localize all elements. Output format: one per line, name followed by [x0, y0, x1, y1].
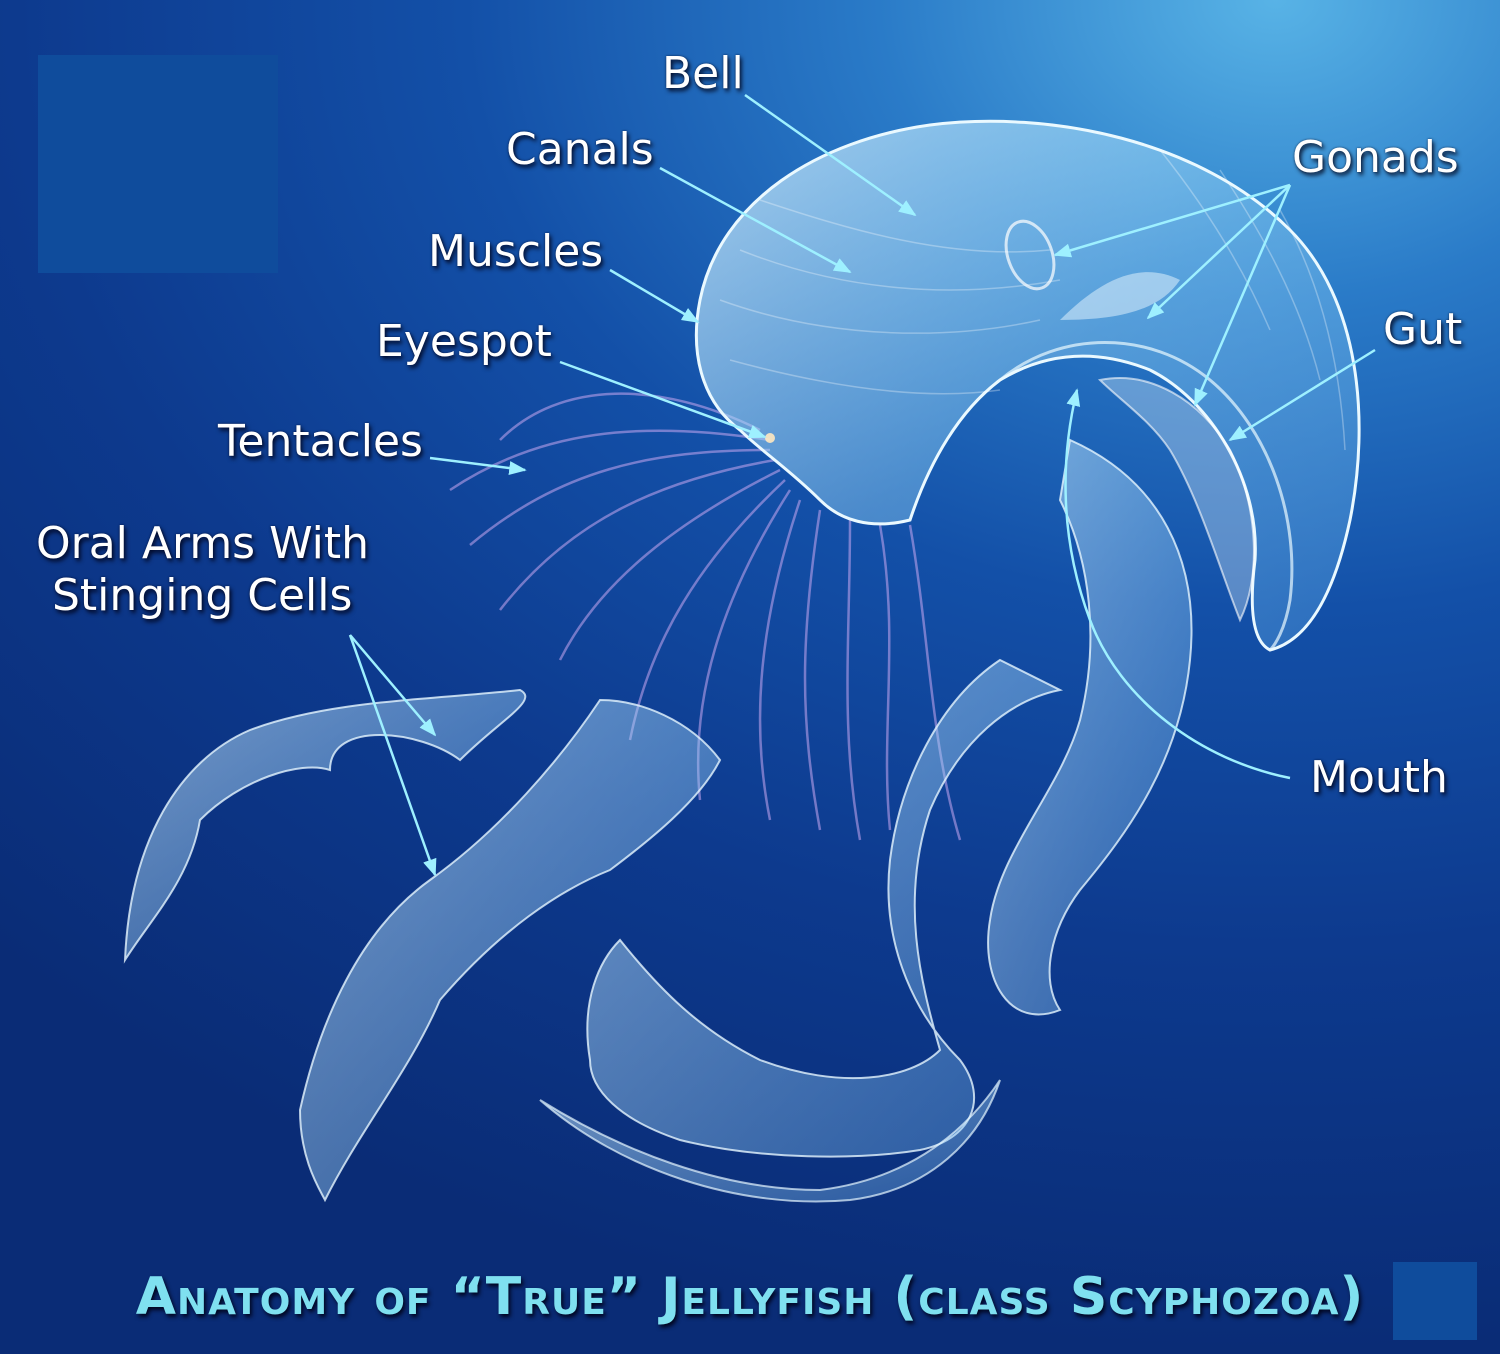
- label-oral-arms-line2: Stinging Cells: [52, 570, 353, 621]
- leader-tentacles: [429, 456, 527, 475]
- label-mouth: Mouth: [1310, 752, 1448, 803]
- oral-arm-lower: [987, 438, 1193, 1016]
- leader-bell: [744, 93, 917, 217]
- label-gonads: Gonads: [1292, 132, 1459, 183]
- leader-lines: [348, 93, 1376, 877]
- leader-gonads-3: [1193, 184, 1292, 407]
- label-bell: Bell: [662, 48, 744, 99]
- tentacles-group: [449, 392, 962, 841]
- blank-label-box-top-left: [38, 55, 278, 273]
- label-canals: Canals: [506, 124, 654, 175]
- oral-arm-bottom: [539, 1079, 1001, 1203]
- leader-oral-arms-2: [348, 634, 437, 877]
- label-eyespot: Eyespot: [376, 316, 552, 367]
- leader-gonads-1: [1053, 183, 1291, 258]
- label-tentacles: Tentacles: [218, 416, 423, 467]
- gonad-band: [1060, 272, 1180, 320]
- oral-arm-left: [123, 688, 527, 964]
- label-muscles: Muscles: [428, 226, 604, 277]
- canals-group: [719, 149, 1346, 451]
- leader-eyespot: [559, 360, 767, 439]
- gonad: [1004, 219, 1056, 291]
- blank-label-box-bottom-right: [1393, 1262, 1477, 1340]
- leader-gut: [1228, 348, 1376, 442]
- gut: [1097, 377, 1255, 623]
- eyespot-dot: [765, 433, 775, 443]
- oral-arm-middle: [298, 698, 722, 1203]
- bell-rim: [999, 341, 1294, 652]
- label-gut: Gut: [1383, 304, 1463, 355]
- label-oral-arms-line1: Oral Arms With: [36, 518, 369, 569]
- leader-oral-arms-1: [349, 634, 437, 737]
- leader-canals: [659, 166, 852, 274]
- leader-muscles: [609, 268, 700, 324]
- diagram-title: Anatomy of “True” Jellyfish (class Scyph…: [135, 1267, 1365, 1327]
- bell: [694, 119, 1361, 652]
- leader-mouth: [1064, 388, 1291, 780]
- leader-gonads-2: [1146, 184, 1291, 320]
- oral-arm-right: [586, 658, 1064, 1158]
